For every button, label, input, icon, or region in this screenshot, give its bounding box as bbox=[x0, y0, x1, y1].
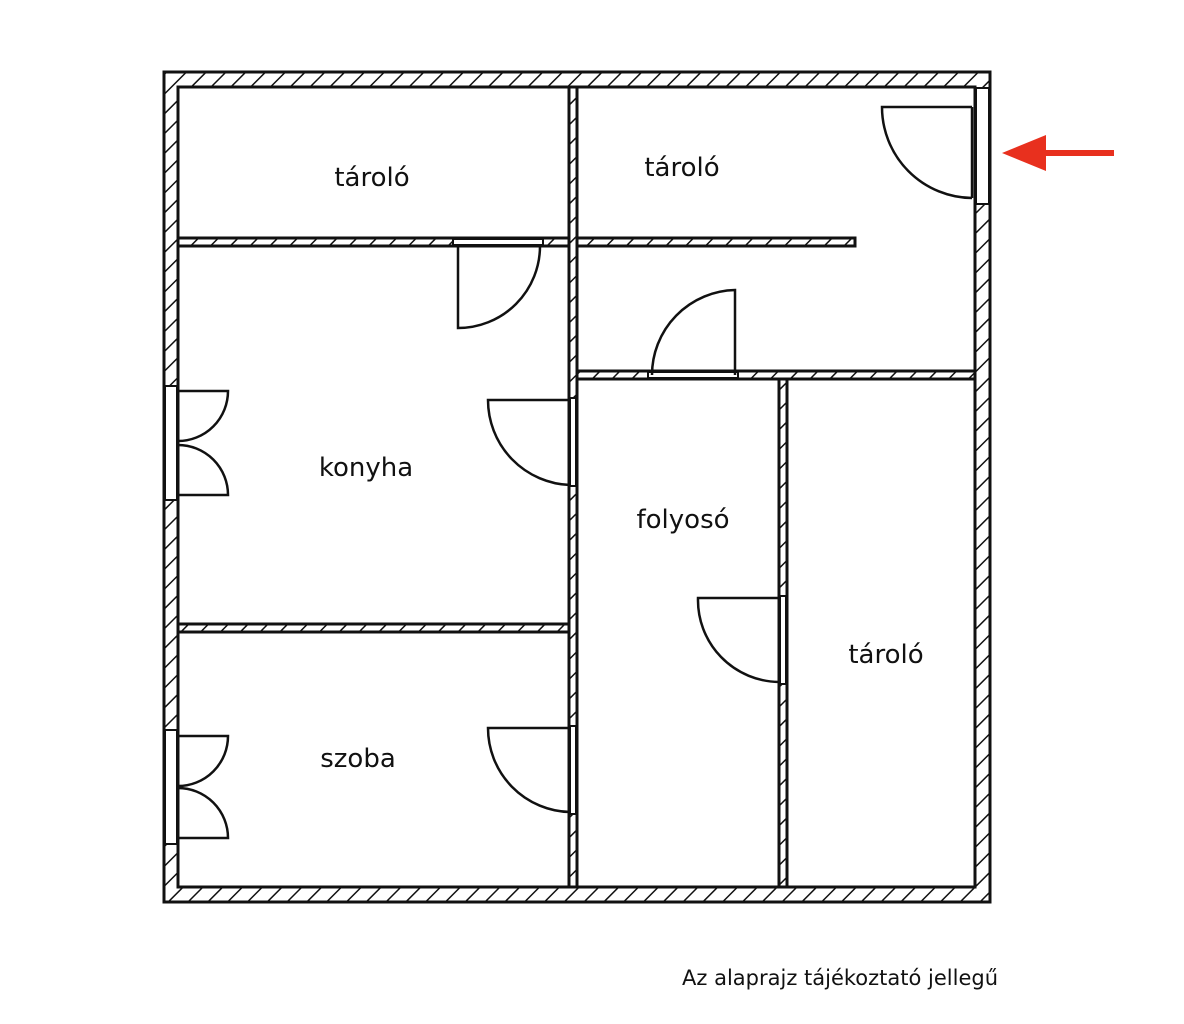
room-label-room: szoba bbox=[320, 744, 396, 774]
openings bbox=[164, 87, 990, 845]
window-room bbox=[177, 734, 230, 840]
door-entrance bbox=[880, 105, 974, 200]
door-storage-inner bbox=[650, 288, 737, 376]
door-kitchen-right bbox=[486, 398, 571, 487]
room-label-storage-top-right: tároló bbox=[644, 153, 719, 183]
door-room-right bbox=[486, 726, 571, 814]
room-label-kitchen: konyha bbox=[319, 453, 413, 483]
room-label-storage-top-left: tároló bbox=[334, 163, 409, 193]
outer-walls bbox=[162, 70, 992, 904]
window-kitchen bbox=[177, 389, 230, 497]
disclaimer-caption: Az alaprajz tájékoztató jellegű bbox=[682, 966, 998, 990]
room-label-corridor: folyosó bbox=[636, 505, 729, 535]
door-kitchen-top bbox=[456, 245, 542, 330]
room-label-storage-right: tároló bbox=[848, 640, 923, 670]
door-corridor bbox=[696, 596, 780, 684]
red-arrow-icon bbox=[1002, 135, 1114, 171]
